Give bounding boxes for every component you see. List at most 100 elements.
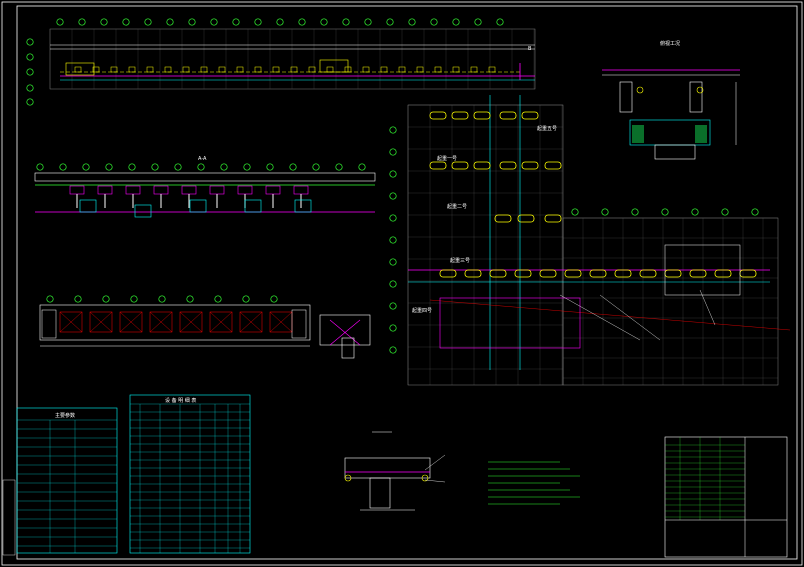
hoist-unit [265,185,281,195]
hoist-unit [181,185,197,195]
tag-4: 起重四号 [412,307,432,314]
main-plan-view: 起重一号 起重二号 起重三号 起重四号 起重五号 [389,95,791,386]
bay-frame [149,311,173,333]
axis-bubble [389,346,397,354]
crane-wheel [398,66,406,73]
load-block [79,199,97,213]
crane-wheel [74,66,82,73]
bay-brace [179,311,203,333]
axis-bubble [59,163,67,171]
axis-bubble [26,84,34,92]
axis-bubble [389,324,397,332]
axis-bubble [26,53,34,61]
crane-unit [739,269,757,278]
margin-stamp [2,479,16,556]
bay-frame [59,311,83,333]
axis-bubble [408,18,416,26]
axis-bubble [364,18,372,26]
axis-bubble [82,163,90,171]
bay-frame [209,311,233,333]
axis-bubble [26,38,34,46]
crane-unit [521,111,539,120]
crane-unit [689,269,707,278]
axis-bubble [158,295,166,303]
axis-bubble [298,18,306,26]
axis-bubble [452,18,460,26]
axis-bubble [631,208,639,216]
axis-bubble [122,18,130,26]
section-aa-label: A-A [198,156,207,162]
hoist-unit [69,185,85,195]
tag-3: 起重三号 [450,257,470,264]
end-column [291,309,307,339]
crane-wheel [362,66,370,73]
axis-bubble [389,280,397,288]
axis-bubble [151,163,159,171]
bay-brace [119,311,143,333]
crane-wheel [380,66,388,73]
axis-bubble [320,18,328,26]
small-detail-view [344,431,446,511]
crane-unit [473,111,491,120]
hoist-unit [293,185,309,195]
crane-wheel [416,66,424,73]
crane-unit [451,111,469,120]
crane-unit [451,161,469,170]
crane-unit [714,269,732,278]
crane-wheel [92,66,100,73]
hoist-unit [237,185,253,195]
tag-5: 起重五号 [537,125,557,132]
left-table-title: 主要参数 [55,412,75,419]
axis-bubble [661,208,669,216]
crane-wheel [326,66,334,73]
load-block [189,199,207,213]
axis-bubble [266,163,274,171]
axis-bubble [174,163,182,171]
load-block [294,199,312,213]
axis-bubble [691,208,699,216]
crane-unit [473,161,491,170]
axis-bubble [430,18,438,26]
axis-bubble [102,295,110,303]
crane-wheel [146,66,154,73]
hoist-unit [97,185,113,195]
bay-frame [119,311,143,333]
axis-bubble [242,295,250,303]
axis-bubble [474,18,482,26]
mid-table-title: 设 备 明 细 表 [165,397,196,404]
axis-bubble [210,18,218,26]
axis-bubble [36,163,44,171]
crane-unit [464,269,482,278]
crane-unit [639,269,657,278]
axis-bubble [100,18,108,26]
crane-unit [517,214,535,223]
axis-bubble [751,208,759,216]
axis-bubble [389,170,397,178]
crane-unit [664,269,682,278]
axis-bubble [26,68,34,76]
tag-2: 起重二号 [447,203,467,210]
axis-bubble [78,18,86,26]
crane-unit [544,214,562,223]
crane-wheel [290,66,298,73]
hoist-unit [153,185,169,195]
axis-bubble [214,295,222,303]
axis-bubble [254,18,262,26]
crane-unit [439,269,457,278]
axis-bubble [389,302,397,310]
crane-unit [514,269,532,278]
axis-bubble [105,163,113,171]
equipment-list-table: 设 备 明 细 表 [129,394,251,554]
axis-bubble [386,18,394,26]
axis-bubble [232,18,240,26]
left-parameter-table: 主要参数 [16,407,118,554]
axis-bubble [276,18,284,26]
crane-wheel [434,66,442,73]
crane-wheel [236,66,244,73]
section-aa-view: A-A [34,156,376,218]
crane-unit [429,111,447,120]
crane-wheel [200,66,208,73]
bay-frame [179,311,203,333]
axis-bubble [389,258,397,266]
